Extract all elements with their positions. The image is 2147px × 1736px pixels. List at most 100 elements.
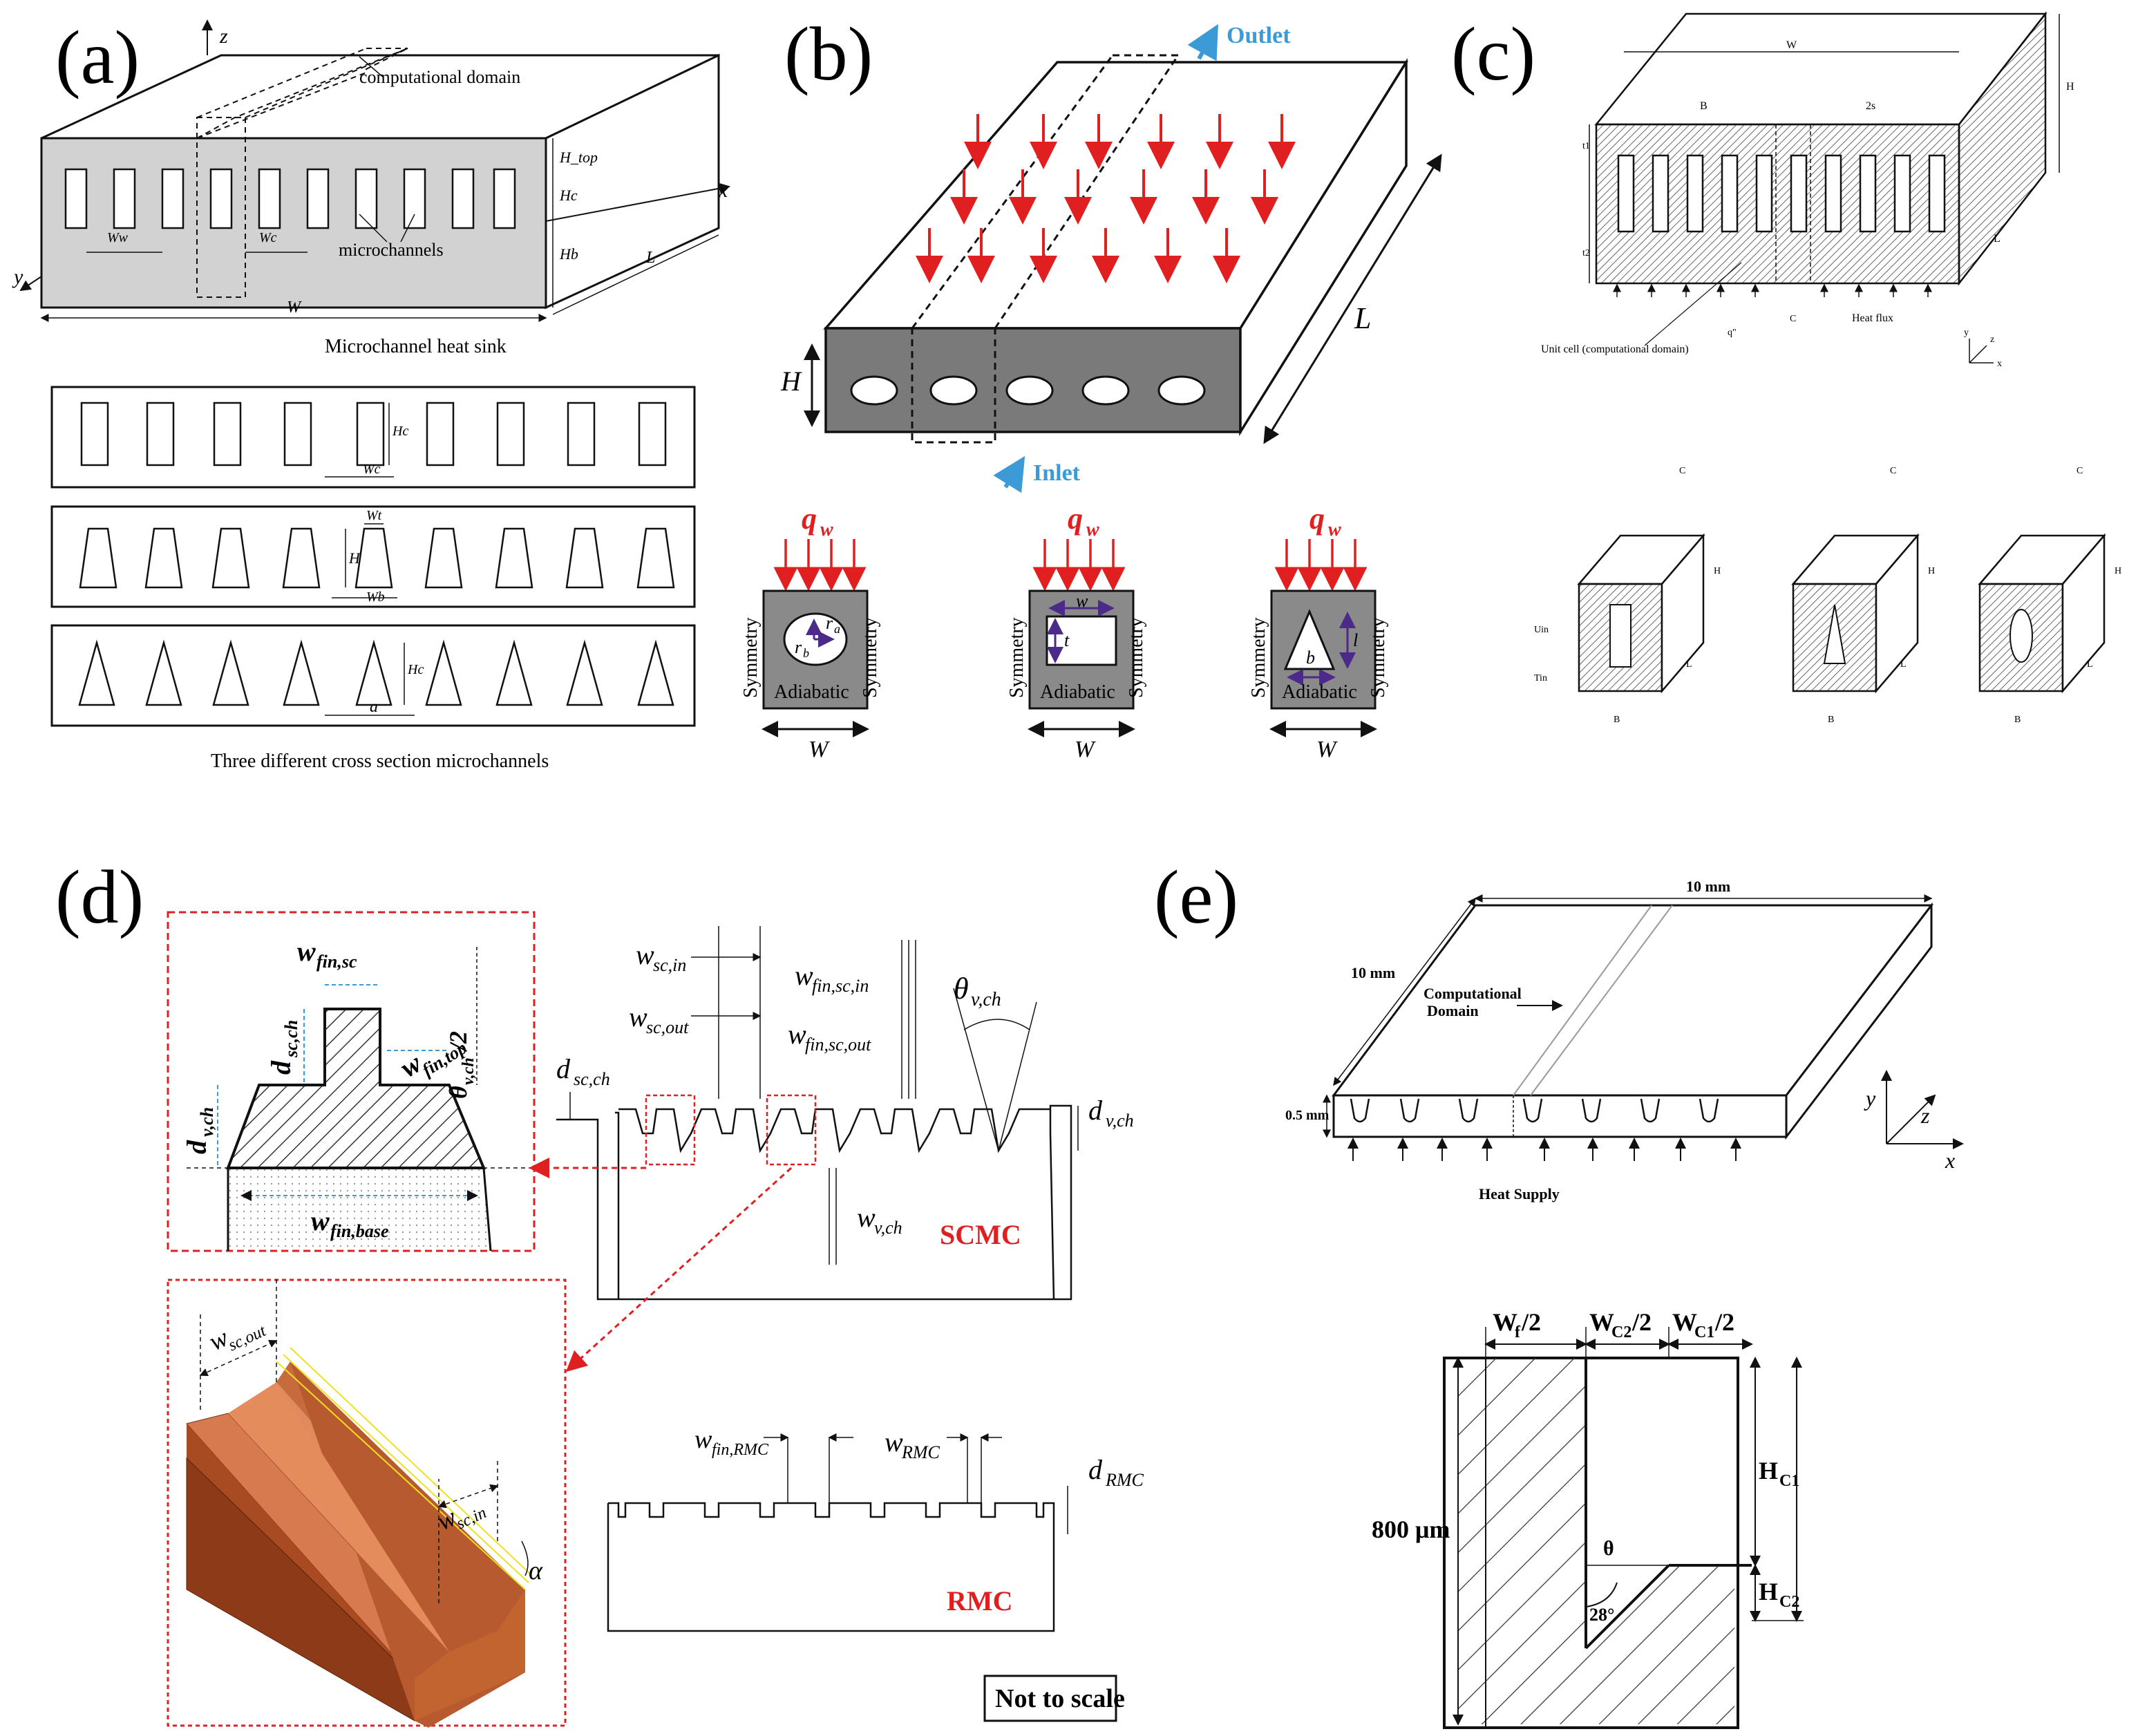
svg-text:fin,RMC: fin,RMC (712, 1441, 769, 1459)
dim-wc: Wc (259, 230, 277, 245)
rect-hc-label: Hc (392, 424, 408, 439)
svg-text:w: w (857, 1202, 876, 1233)
svg-text:v,ch: v,ch (1106, 1111, 1134, 1131)
b-l-label: L (1354, 301, 1371, 335)
inlet-label: Inlet (1033, 460, 1081, 486)
svg-text:fin,base: fin,base (330, 1221, 389, 1241)
scmc-diagram: w sc,in w sc,out w fin,sc,in w fin,sc,ou… (556, 926, 1134, 1301)
outlet-label: Outlet (1227, 23, 1291, 48)
svg-text:Adiabatic: Adiabatic (1040, 681, 1115, 703)
inlet-arrow (993, 455, 1025, 493)
x-axis (545, 182, 730, 222)
svg-text:2s: 2s (1866, 100, 1875, 112)
tri-hc-label: Hc (407, 662, 424, 677)
copper-detail-box (167, 1279, 567, 1727)
svg-text:10 mm: 10 mm (1686, 878, 1730, 895)
svg-text:r: r (826, 613, 833, 633)
panel-e: (e) 10 mm 10 mm Computational Domain 0.5… (1154, 855, 1964, 1729)
svg-text:C: C (2077, 466, 2083, 476)
not-to-scale-box (983, 1674, 1117, 1722)
svg-text:d: d (1088, 1095, 1103, 1126)
dim-ww: Ww (107, 230, 129, 245)
svg-text:C: C (1890, 466, 1896, 476)
svg-text:θ: θ (1603, 1537, 1614, 1560)
z-axis-label: z (219, 25, 228, 48)
svg-text:10 mm: 10 mm (1351, 964, 1395, 981)
svg-text:C1: C1 (1694, 1323, 1714, 1341)
svg-text:w: w (788, 1019, 806, 1050)
trap-wb-label: Wb (366, 589, 385, 605)
panel-c: (c) W H B 2s t1 t2 L (1451, 11, 2121, 725)
panel-c-label: (c) (1451, 12, 1535, 96)
svg-text:b: b (1306, 648, 1315, 668)
panel-a-label: (a) (55, 15, 140, 100)
dim-hc: Hc (559, 187, 578, 204)
svg-text:f: f (1515, 1323, 1521, 1341)
svg-text:Adiabatic: Adiabatic (1282, 681, 1357, 703)
svg-text:RMC: RMC (901, 1442, 940, 1462)
svg-text:L: L (1686, 659, 1692, 670)
svg-text:w: w (629, 1001, 647, 1032)
trapezoid-cross-section: Wt H Wb (50, 505, 696, 608)
svg-text:w: w (820, 519, 833, 540)
svg-text:q: q (1309, 502, 1325, 536)
rect-cell: q w w t Adiabatic Symmetry Symmetry W (1006, 502, 1147, 762)
svg-text:w: w (636, 939, 654, 970)
svg-text:q: q (1068, 502, 1083, 536)
svg-text:v,ch: v,ch (197, 1107, 217, 1137)
svg-text:sc,out: sc,out (646, 1017, 689, 1037)
svg-text:L: L (1900, 659, 1907, 670)
svg-text:d: d (265, 1060, 296, 1075)
svg-text:t2: t2 (1582, 248, 1590, 258)
svg-text:Heat Supply: Heat Supply (1479, 1185, 1560, 1202)
svg-text:t1: t1 (1582, 141, 1590, 151)
caption-cross-sections: Three different cross section microchann… (211, 751, 549, 772)
svg-text:H: H (1759, 1457, 1778, 1484)
svg-text:/2: /2 (1631, 1308, 1652, 1336)
e-axes (1881, 1070, 1964, 1149)
svg-text:H: H (1759, 1578, 1778, 1605)
svg-text:w: w (311, 1205, 330, 1236)
svg-text:Unit cell (computational domai: Unit cell (computational domain) (1541, 343, 1689, 355)
svg-text:Symmetry: Symmetry (1126, 617, 1147, 698)
svg-text:W: W (1672, 1308, 1697, 1336)
svg-text:W: W (808, 737, 830, 762)
svg-text:L: L (2087, 659, 2093, 670)
panel-d: (d) w fin,base w fin,sc w fin,top d sc,c… (55, 855, 1144, 1728)
svg-text:Symmetry: Symmetry (1248, 617, 1269, 698)
svg-text:800 μm: 800 μm (1372, 1516, 1450, 1543)
svg-text:H: H (2115, 566, 2121, 576)
e-section: θ 28° W f /2 W C2 /2 W C1 /2 800 μm H C1… (1372, 1308, 1804, 1729)
svg-text:y: y (1964, 328, 1969, 338)
c-cell-triangle: C H L B (1791, 466, 1935, 725)
trap-h-label: H (348, 549, 361, 567)
plate-channels (1350, 1098, 1719, 1123)
svg-text:d: d (556, 1053, 571, 1084)
svg-text:W: W (1589, 1308, 1614, 1336)
svg-text:Symmetry: Symmetry (1006, 617, 1028, 698)
y-axis (19, 276, 42, 292)
svg-text:C: C (1679, 466, 1685, 476)
dim-hb: Hb (559, 245, 578, 263)
svg-text:w: w (1076, 591, 1088, 611)
svg-text:q: q (802, 502, 817, 536)
svg-text:C2: C2 (1611, 1323, 1631, 1341)
scmc-label: SCMC (940, 1219, 1021, 1250)
panel-e-label: (e) (1154, 855, 1238, 939)
circle-cell: q w r a r b Adiabatic Symmetry Symmetry … (740, 502, 881, 762)
svg-text:x: x (1945, 1148, 1955, 1173)
svg-text:w: w (795, 960, 813, 991)
svg-text:B: B (1614, 715, 1620, 725)
c-side-face (1958, 11, 2047, 286)
panel-a: (a) z computational domain (12, 15, 730, 772)
svg-text:sc,ch: sc,ch (574, 1069, 610, 1089)
svg-text:H: H (1714, 566, 1721, 576)
panel-b-label: (b) (784, 12, 873, 96)
svg-text:v,ch: v,ch (874, 1218, 902, 1238)
dim-h-top: H_top (559, 149, 598, 166)
svg-text:sc,in: sc,in (653, 955, 686, 975)
svg-text:Domain: Domain (1427, 1002, 1479, 1019)
svg-text:Uin: Uin (1534, 625, 1549, 635)
svg-text:Symmetry: Symmetry (860, 617, 881, 698)
svg-text:θ: θ (954, 972, 969, 1006)
